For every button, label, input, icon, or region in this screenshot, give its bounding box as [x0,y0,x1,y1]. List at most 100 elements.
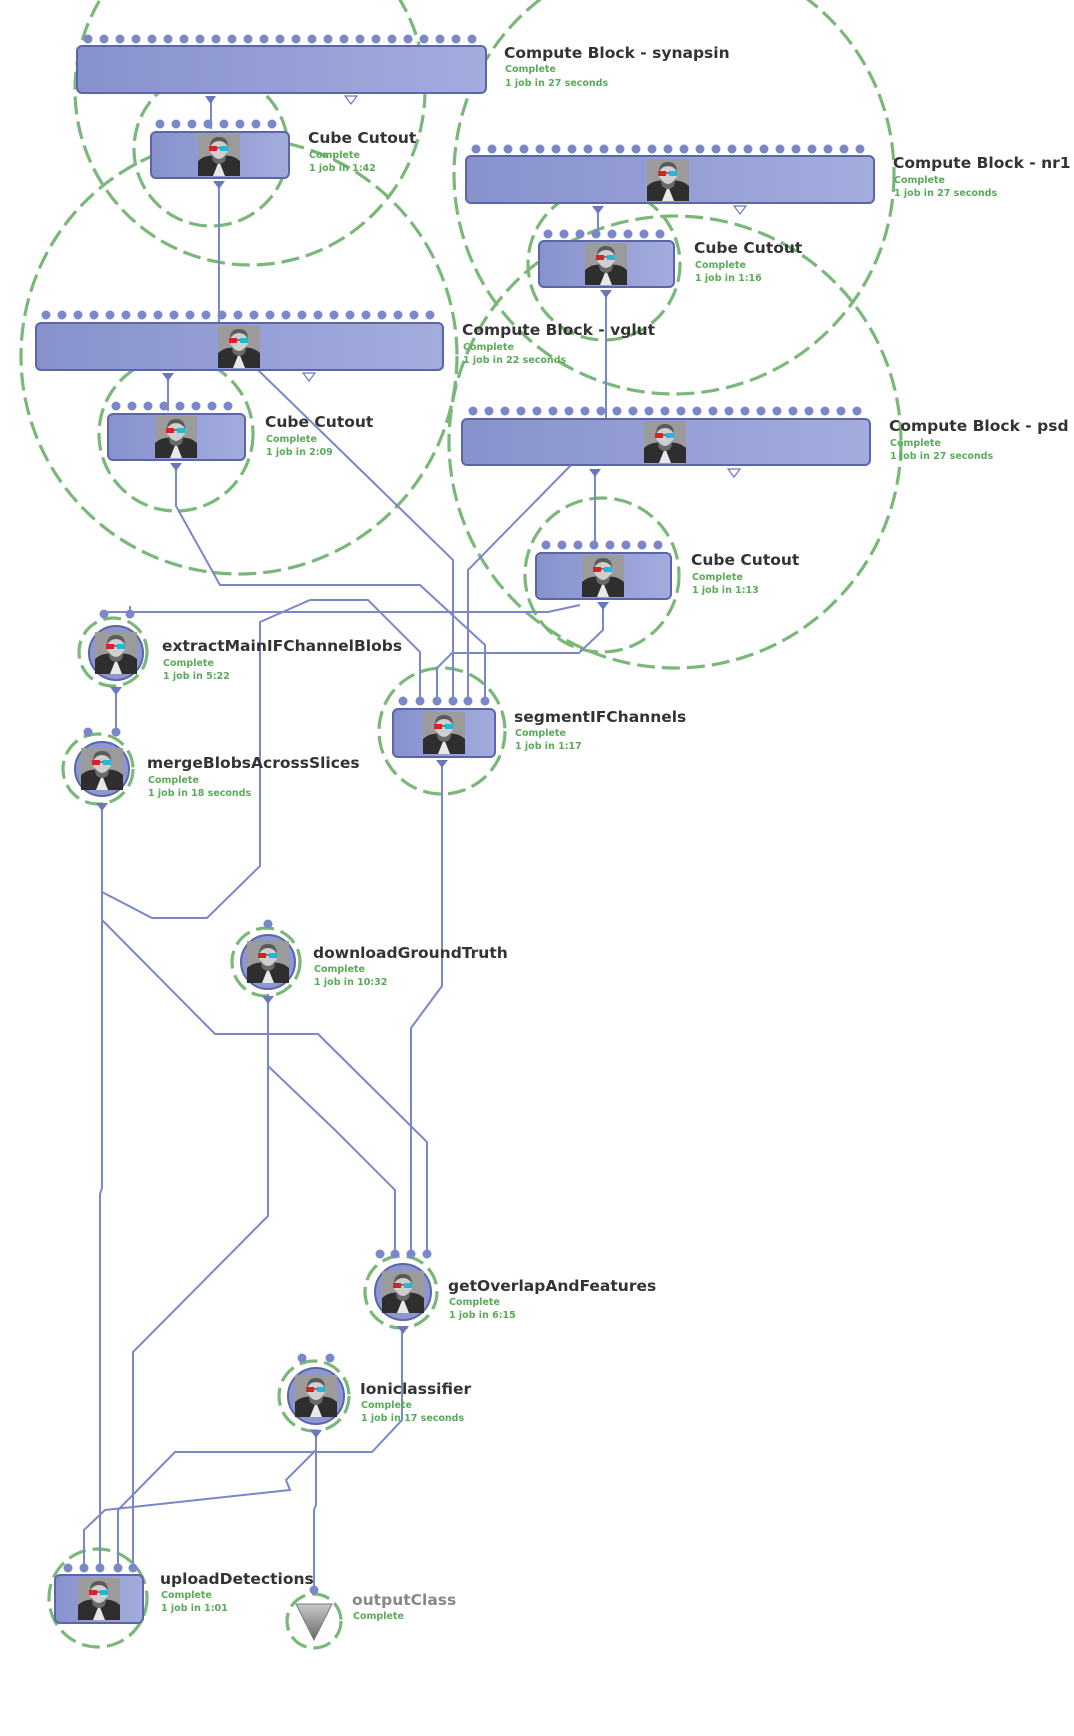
output-port [96,803,108,811]
output-port [310,1430,322,1438]
scientist-3d-glasses-icon [581,554,625,598]
output-port [262,996,274,1004]
labels: Compute Block - synapsin Complete 1 job … [147,44,1071,1622]
label-cc-vglut: Cube Cutout Complete 1 job in 2:09 [265,413,374,458]
node-title: Compute Block - nr1 [893,154,1071,172]
node-cc-vglut[interactable] [107,401,246,472]
scientist-3d-glasses-icon [584,242,628,286]
scientist-3d-glasses-icon [154,415,198,459]
node-stats: 1 job in 1:17 [515,741,582,752]
node-title: segmentIFChannels [514,708,686,726]
node-title: mergeBlobsAcrossSlices [147,754,360,772]
node-cb-vglut[interactable] [35,310,444,382]
node-stats: 1 job in 27 seconds [505,78,608,89]
node-cc-synapsin[interactable] [150,119,290,190]
wire-ccvglut-segment [175,463,486,701]
label-cb-nr1: Compute Block - nr1 Complete 1 job in 27… [893,154,1071,199]
node-stats: 1 job in 2:09 [266,447,333,458]
wire-overlap-upload [117,1328,403,1566]
node-cc-nr1[interactable] [538,229,675,299]
node-overlap[interactable] [374,1249,432,1335]
node-cb-psd[interactable] [461,406,871,478]
output-port [589,469,601,477]
label-extract: extractMainIFChannelBlobs Complete 1 job… [162,637,402,682]
wire-ioni-output [313,1432,317,1590]
node-output[interactable] [295,1585,333,1642]
node-title: getOverlapAndFeatures [448,1277,656,1295]
scientist-3d-glasses-icon [77,1577,121,1621]
node-stats: 1 job in 5:22 [163,671,230,682]
node-status: Complete [505,64,556,75]
unused-output-port [301,372,317,382]
node-cc-psd[interactable] [535,540,672,611]
label-merge: mergeBlobsAcrossSlices Complete 1 job in… [147,754,360,799]
node-cb-synapsin[interactable] [76,34,487,105]
node-stats: 1 job in 1:13 [692,585,759,596]
input-ports [471,144,865,154]
output-port [110,687,122,695]
input-ports [375,1249,432,1259]
node-status: Complete [449,1297,500,1308]
scientist-3d-glasses-icon [197,133,241,177]
scientist-3d-glasses-icon [643,420,687,464]
node-title: Cube Cutout [308,129,417,147]
scientist-3d-glasses-icon [294,1374,338,1418]
status-ring-cb-psd [447,214,903,670]
label-cc-synapsin: Cube Cutout Complete 1 job in 1:42 [308,129,417,174]
node-title: extractMainIFChannelBlobs [162,637,402,655]
node-segment[interactable] [392,696,496,769]
node-title: Cube Cutout [694,239,803,257]
output-port [436,760,448,768]
input-ports [543,229,665,239]
output-port [170,463,182,471]
label-cc-psd: Cube Cutout Complete 1 job in 1:13 [691,551,800,596]
node-status: Complete [692,572,743,583]
input-ports [63,1563,138,1573]
node-download[interactable] [240,919,296,1005]
output-port [213,181,225,189]
node-stats: 1 job in 22 seconds [463,355,566,366]
unused-output-port [732,205,748,215]
output-port [397,1326,409,1334]
status-ring-upload [47,1547,149,1649]
wire-download-overlap [267,994,396,1252]
node-ioni[interactable] [287,1353,345,1439]
node-title: Compute Block - psd [889,417,1069,435]
scientist-3d-glasses-icon [94,631,138,675]
node-upload[interactable] [54,1563,144,1624]
node-status: Complete [894,175,945,186]
output-port [592,206,604,214]
input-ports [111,401,233,411]
node-stats: 1 job in 1:01 [161,1603,228,1614]
node-stats: 1 job in 17 seconds [361,1413,464,1424]
label-cb-psd: Compute Block - psd Complete 1 job in 27… [889,417,1069,462]
output-port [205,96,216,104]
label-cc-nr1: Cube Cutout Complete 1 job in 1:16 [694,239,803,284]
wires [83,97,607,1590]
node-stats: 1 job in 27 seconds [894,188,997,199]
wire-merge-overlap [101,805,428,1252]
scientist-3d-glasses-icon [422,711,466,755]
wire-download-upload [132,994,269,1566]
wire-segment-overlap [410,762,443,1252]
wire-merge-segment [101,599,421,919]
input-port [99,609,109,619]
output-port [600,290,612,298]
scientist-3d-glasses-icon [381,1270,425,1314]
label-segment: segmentIFChannels Complete 1 job in 1:17 [514,708,686,752]
input-ports [541,540,663,550]
output-port [162,373,174,381]
label-output: outputClass Complete [352,1591,456,1622]
input-port [297,1353,307,1363]
status-ring-extract [77,616,149,688]
node-cb-nr1[interactable] [465,144,875,215]
node-extract[interactable] [88,609,144,696]
input-port [263,919,273,929]
label-cb-vglut: Compute Block - vglut Complete 1 job in … [462,321,656,366]
node-stats: 1 job in 10:32 [314,977,387,988]
node-title: Ioniclassifier [360,1380,471,1398]
node-merge[interactable] [74,727,130,812]
node-title: uploadDetections [160,1570,314,1588]
label-ioni: Ioniclassifier Complete 1 job in 17 seco… [360,1380,471,1424]
block-body [76,45,487,94]
